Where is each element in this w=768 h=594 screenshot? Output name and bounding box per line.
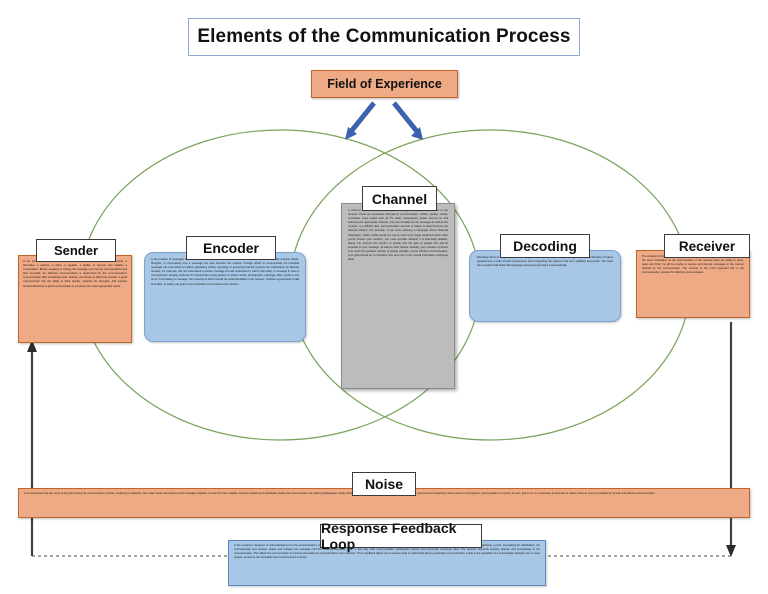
encoder-text: is the creation of messages in the commu… xyxy=(151,258,299,286)
receiver-label: Receiver xyxy=(664,234,750,258)
receiver-text: The recipient of the message is at the o… xyxy=(642,255,744,275)
field-of-experience-box: Field of Experience xyxy=(311,70,458,98)
sender-label: Sender xyxy=(36,239,116,262)
sender-panel: is the person who starts the conversatio… xyxy=(18,255,132,343)
arrow-field-left xyxy=(345,101,376,140)
sender-text: is the person who starts the conversatio… xyxy=(23,260,127,288)
noise-text: is an interruption that can occur at any… xyxy=(24,492,656,495)
decoding-panel: Decoding refers to the process of conver… xyxy=(469,250,621,322)
encoder-panel: is the creation of messages in the commu… xyxy=(144,252,306,342)
receiver-panel: The recipient of the message is at the o… xyxy=(636,250,750,318)
noise-label: Noise xyxy=(352,472,416,496)
feedback-label: Response Feedback Loop xyxy=(320,520,482,552)
channel-text: A channel is the vehicle that carries a … xyxy=(348,209,448,262)
channel-label: Channel xyxy=(362,186,437,211)
channel-panel: A channel is the vehicle that carries a … xyxy=(341,203,455,389)
decoding-label: Decoding xyxy=(500,234,590,258)
arrow-feedback-left-up xyxy=(27,340,37,556)
arrow-feedback-right-down xyxy=(726,322,736,557)
arrow-field-right xyxy=(392,101,423,140)
page-title: Elements of the Communication Process xyxy=(188,18,580,56)
encoder-label: Encoder xyxy=(186,236,276,260)
